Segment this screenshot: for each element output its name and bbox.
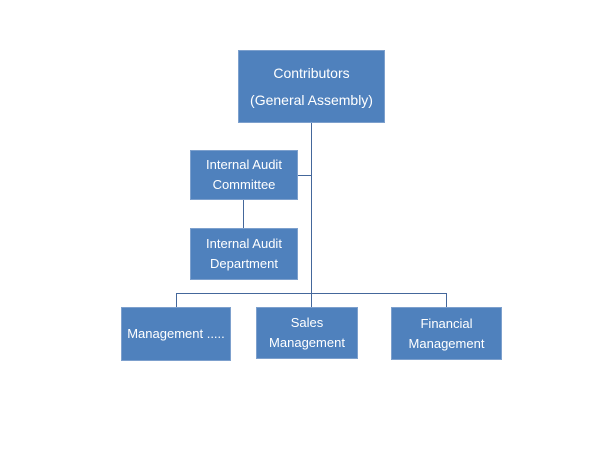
node-internal-audit-committee-label-line2: Committee [212,177,276,192]
connector-committee-department [243,200,244,228]
node-management: Management ..... [121,307,231,361]
connector-branch-distribution [176,293,447,294]
node-financial-management: Financial Management [391,307,502,360]
node-sales-management: Sales Management [256,307,358,359]
connector-contributors-trunk [311,123,312,307]
node-internal-audit-department-label-line1: Internal Audit [206,236,282,251]
node-internal-audit-department: Internal Audit Department [190,228,298,280]
node-contributors-label-line2: (General Assembly) [250,91,373,108]
node-contributors: Contributors (General Assembly) [238,50,385,123]
node-internal-audit-department-label-line2: Department [210,256,278,271]
connector-committee-elbow [298,175,311,176]
node-financial-management-label-line2: Management [408,335,485,351]
node-sales-management-label-line2: Management [269,335,345,350]
node-financial-management-label-line1: Financial [420,315,473,331]
node-internal-audit-committee: Internal Audit Committee [190,150,298,200]
node-sales-management-label-line1: Sales [290,315,324,330]
node-contributors-label-line1: Contributors [273,64,350,81]
node-management-label-line1: Management ..... [127,326,225,341]
connector-drop-financial [446,293,447,307]
node-internal-audit-committee-label-line1: Internal Audit [206,157,282,172]
connector-drop-management [176,293,177,307]
